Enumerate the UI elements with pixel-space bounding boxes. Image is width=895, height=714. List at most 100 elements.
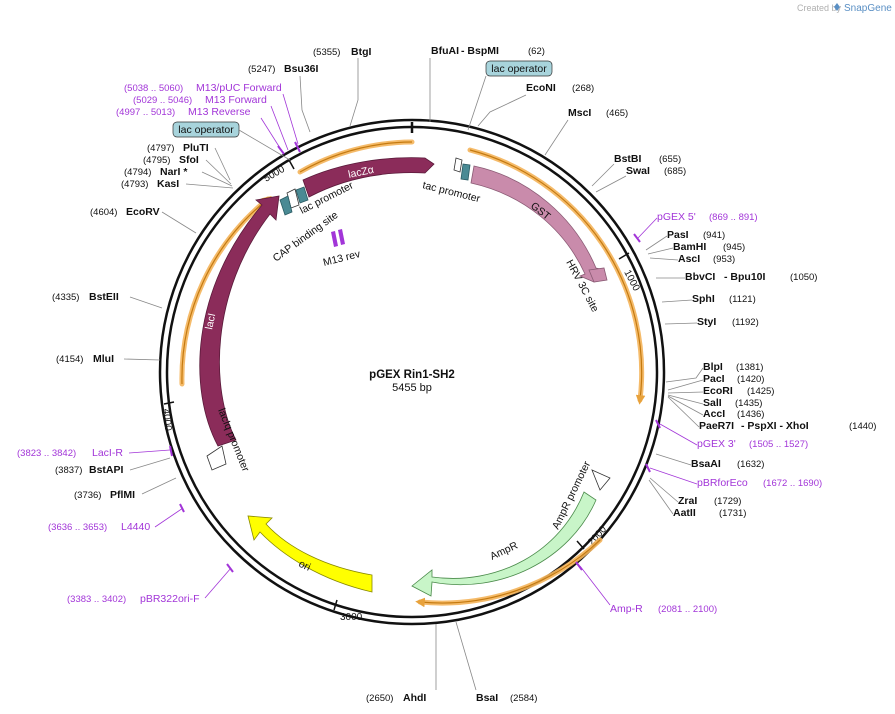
site-msci[interactable]: MscI (465): [544, 107, 628, 156]
svg-text:(1050): (1050): [790, 272, 817, 283]
site-zrai[interactable]: ZraI (1729): [649, 477, 741, 507]
feature-lac-operator-left[interactable]: [295, 186, 309, 204]
svg-text:(1436): (1436): [737, 409, 764, 420]
feature-lac-operator-right[interactable]: [460, 163, 471, 181]
svg-text:PflMI: PflMI: [110, 489, 135, 501]
site-ahdi[interactable]: (2650) AhdI: [366, 624, 437, 704]
svg-text:(5355): (5355): [313, 47, 340, 58]
site-asci[interactable]: AscI (953): [649, 253, 735, 265]
site-mlui[interactable]: (4154) MluI: [56, 353, 161, 365]
lac-operator-tag-left[interactable]: lac operator: [172, 121, 291, 161]
svg-text:(1505 .. 1527): (1505 .. 1527): [749, 439, 808, 450]
site-btgi[interactable]: (5355) BtgI: [313, 46, 371, 127]
svg-text:SphI: SphI: [692, 293, 715, 305]
svg-text:AhdI: AhdI: [403, 692, 426, 704]
site-bsu36i[interactable]: (5247) Bsu36I: [248, 63, 319, 133]
svg-text:AccI: AccI: [703, 408, 725, 420]
site-pflmi[interactable]: (3736) PflMI: [74, 477, 177, 501]
svg-text:BlpI: BlpI: [703, 361, 723, 373]
svg-text:AmpR: AmpR: [488, 539, 520, 562]
site-bsaai[interactable]: BsaAI (1632): [655, 453, 764, 470]
site-styi[interactable]: StyI (1192): [664, 316, 759, 328]
svg-text:(1435): (1435): [735, 398, 762, 409]
svg-text:lac operator: lac operator: [491, 63, 547, 75]
lac-operator-tag-top[interactable]: lac operator: [467, 60, 553, 131]
svg-text:(953): (953): [713, 254, 735, 265]
svg-text:L4440: L4440: [121, 521, 150, 533]
site-aatii[interactable]: AatII (1731): [648, 479, 746, 519]
feature-lacZa[interactable]: lacZα: [302, 157, 435, 198]
site-swai[interactable]: SwaI (685): [595, 165, 686, 193]
primer-pgex-5[interactable]: pGEX 5' (869 .. 891): [633, 211, 758, 243]
svg-text:(5247): (5247): [248, 64, 275, 75]
site-bsai[interactable]: BsaI (2584): [455, 621, 537, 704]
svg-text:lac operator: lac operator: [178, 124, 234, 136]
primer-laci-r[interactable]: (3823 .. 3842) LacI-R: [17, 445, 173, 459]
feature-ori[interactable]: ori: [247, 515, 373, 593]
site-acci[interactable]: AccI (1436): [667, 395, 764, 420]
tick-5000: 5000: [262, 159, 295, 185]
svg-text:SfoI: SfoI: [179, 154, 199, 166]
site-kasi[interactable]: (4793) KasI: [121, 178, 234, 190]
svg-text:BamHI: BamHI: [673, 241, 706, 253]
site-econi[interactable]: EcoNI (268): [477, 82, 594, 127]
feature-laci[interactable]: lacI: [199, 195, 280, 447]
svg-text:ZraI: ZraI: [678, 495, 697, 507]
site-bamhi[interactable]: BamHI (945): [647, 241, 745, 255]
svg-text:BtgI: BtgI: [351, 46, 371, 58]
svg-text:(4797): (4797): [147, 143, 174, 154]
feature-gst[interactable]: GST: [470, 165, 605, 283]
site-pluti[interactable]: (4797) PluTI: [147, 142, 231, 181]
primer-pbr322ori-f[interactable]: (3383 .. 3402) pBR322ori-F: [67, 563, 234, 605]
site-blpi[interactable]: BlpI (1381): [665, 361, 763, 383]
snapgene-logo-icon: [834, 3, 840, 11]
svg-text:(1440): (1440): [849, 421, 876, 432]
svg-text:MluI: MluI: [93, 353, 114, 365]
primer-pgex-3[interactable]: pGEX 3' (1505 .. 1527): [655, 419, 808, 450]
svg-text:ori: ori: [297, 558, 313, 574]
svg-text:(945): (945): [723, 242, 745, 253]
svg-text:M13 Reverse: M13 Reverse: [188, 106, 251, 118]
svg-text:PacI: PacI: [703, 373, 725, 385]
site-bstbi[interactable]: BstBI (655): [591, 153, 681, 187]
primer-l4440[interactable]: (3636 .. 3653) L4440: [48, 503, 185, 533]
svg-text:M13 rev: M13 rev: [322, 248, 362, 269]
svg-text:pBRforEco: pBRforEco: [697, 477, 748, 489]
site-pasi[interactable]: PasI (941): [645, 229, 725, 251]
site-bstapi[interactable]: (3837) BstAPI: [55, 457, 171, 476]
site-bbvci-bpu10i[interactable]: BbvCI - Bpu10I (1050): [656, 271, 817, 283]
svg-text:MscI: MscI: [568, 107, 591, 119]
svg-text:(941): (941): [703, 230, 725, 241]
site-sfoi[interactable]: (4795) SfoI: [143, 154, 232, 185]
svg-text:(4997 .. 5013): (4997 .. 5013): [116, 107, 175, 118]
svg-text:(4604): (4604): [90, 207, 117, 218]
svg-text:(1672 .. 1690): (1672 .. 1690): [763, 478, 822, 489]
site-bfuai-bspmi[interactable]: BfuAI - BspMI (62): [429, 45, 545, 122]
site-bsteii[interactable]: (4335) BstEII: [52, 291, 163, 309]
feature-m13-rev[interactable]: M13 rev: [322, 229, 362, 269]
site-ecori[interactable]: EcoRI (1425): [667, 385, 774, 397]
primer-pbrforeco[interactable]: pBRforEco (1672 .. 1690): [645, 463, 822, 489]
svg-text:(1425): (1425): [747, 386, 774, 397]
created-by-label: Created by: [797, 3, 842, 13]
svg-text:(4794): (4794): [124, 167, 151, 178]
svg-text:(1420): (1420): [737, 374, 764, 385]
svg-text:EcoRV: EcoRV: [126, 206, 160, 218]
backbone-outer: [158, 118, 666, 626]
primer-m13-forward[interactable]: (5029 .. 5046) M13 Forward: [133, 94, 289, 151]
primer-amp-r[interactable]: Amp-R (2081 .. 2100): [575, 561, 717, 615]
svg-text:(1192): (1192): [732, 317, 759, 328]
primer-m13-reverse[interactable]: (4997 .. 5013) M13 Reverse: [116, 106, 285, 155]
svg-text:BbvCI: BbvCI: [685, 271, 715, 283]
svg-text:- Bpu10I: - Bpu10I: [724, 271, 766, 283]
site-sphi[interactable]: SphI (1121): [661, 293, 756, 305]
site-paci[interactable]: PacI (1420): [667, 373, 764, 391]
site-paer7i-pspxi-xhoi[interactable]: PaeR7I - PspXI - XhoI (1440): [667, 396, 876, 432]
site-ecorv[interactable]: (4604) EcoRV: [90, 206, 197, 234]
site-sali[interactable]: SalI (1435): [667, 394, 762, 409]
snapgene-brand: SnapGene: [844, 3, 892, 14]
site-nari[interactable]: (4794) NarI *: [124, 166, 233, 187]
primer-m13-puc-forward[interactable]: (5038 .. 5060) M13/pUC Forward: [124, 82, 301, 153]
svg-text:lacZα: lacZα: [347, 164, 375, 181]
svg-text:(5038 .. 5060): (5038 .. 5060): [124, 83, 183, 94]
